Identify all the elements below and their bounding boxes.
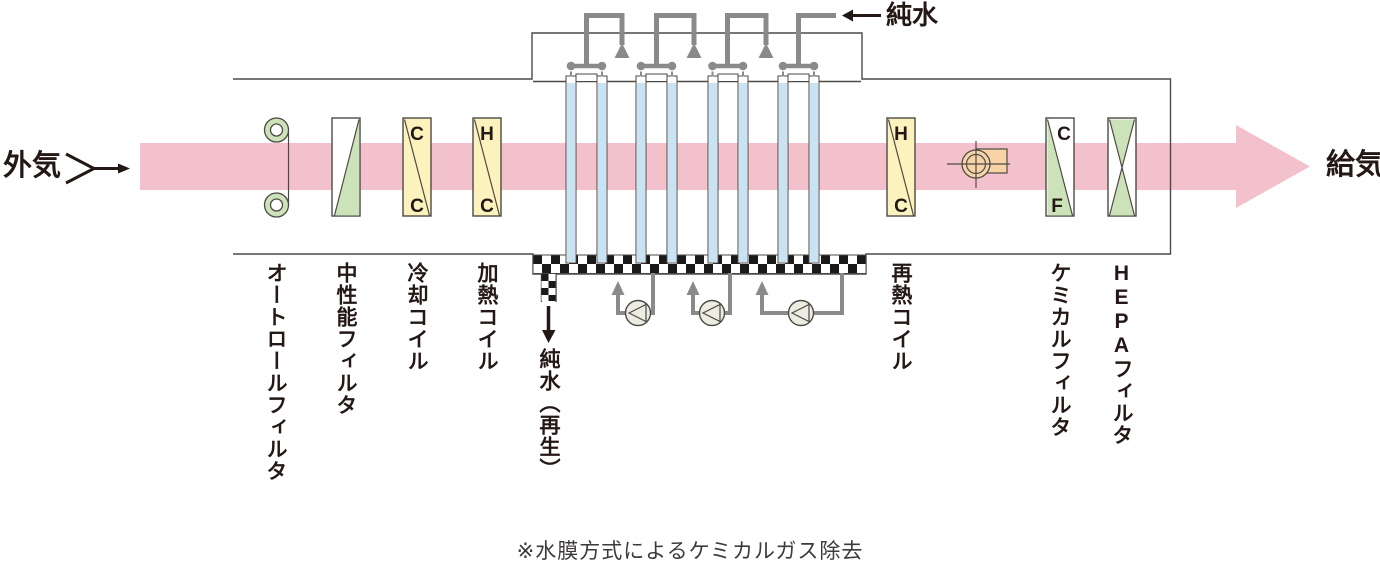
pure-water-regen-label: 純水（再生） — [537, 348, 560, 480]
chemical-filter-letter-bottom: F — [1051, 196, 1063, 217]
chemical-filter-label: ケミカルフィルタ — [1048, 262, 1071, 438]
medium-performance-filter — [331, 117, 361, 217]
circulation-pumps — [611, 273, 844, 327]
reheat-coil-label: 再熱コイル — [889, 262, 912, 372]
pump-icon — [624, 299, 652, 327]
heating-coil-letter-top: H — [480, 124, 494, 145]
spray-piping — [566, 13, 836, 77]
reheat-coil-letter-top: H — [894, 124, 908, 145]
cooling-coil-letter-bottom: C — [410, 196, 424, 217]
cooling-coil-letter-top: C — [410, 124, 424, 145]
reheat-coil-letter-bottom: C — [894, 196, 908, 217]
cooling-coil-label: 冷却コイル — [405, 262, 428, 372]
diagram-caption: ※水膜方式によるケミカルガス除去 — [516, 540, 864, 563]
heating-coil: H C — [472, 117, 502, 217]
pump-icon — [787, 299, 815, 327]
pump-icon — [698, 299, 726, 327]
auto-roll-filter — [263, 117, 290, 218]
heating-coil-letter-bottom: C — [480, 196, 494, 217]
cooling-coil: C C — [402, 117, 432, 217]
hepa-filter-label: HEPAフィルタ — [1110, 262, 1133, 446]
drain-channel — [541, 274, 556, 301]
supply-air-arrow-icon — [1236, 125, 1310, 208]
drain-arrow-icon — [542, 306, 556, 343]
supply-air-label: 給気 — [1326, 149, 1380, 181]
chemical-filter: C F — [1045, 117, 1075, 217]
medium-performance-filter-label: 中性能フィルタ — [334, 262, 357, 416]
pure-water-supply-label: 純水 — [886, 0, 939, 30]
auto-roll-filter-label: オートロールフィルタ — [264, 262, 287, 482]
outside-air-label: 外気 — [3, 150, 62, 182]
reheat-coil: H C — [886, 117, 916, 217]
outside-air-arrow-icon — [65, 152, 130, 185]
pure-water-supply-arrow-icon — [842, 9, 881, 22]
fan-icon — [947, 141, 1010, 188]
chemical-filter-letter-top: C — [1057, 124, 1071, 145]
heating-coil-label: 加熱コイル — [475, 262, 498, 372]
hepa-filter — [1107, 117, 1137, 217]
